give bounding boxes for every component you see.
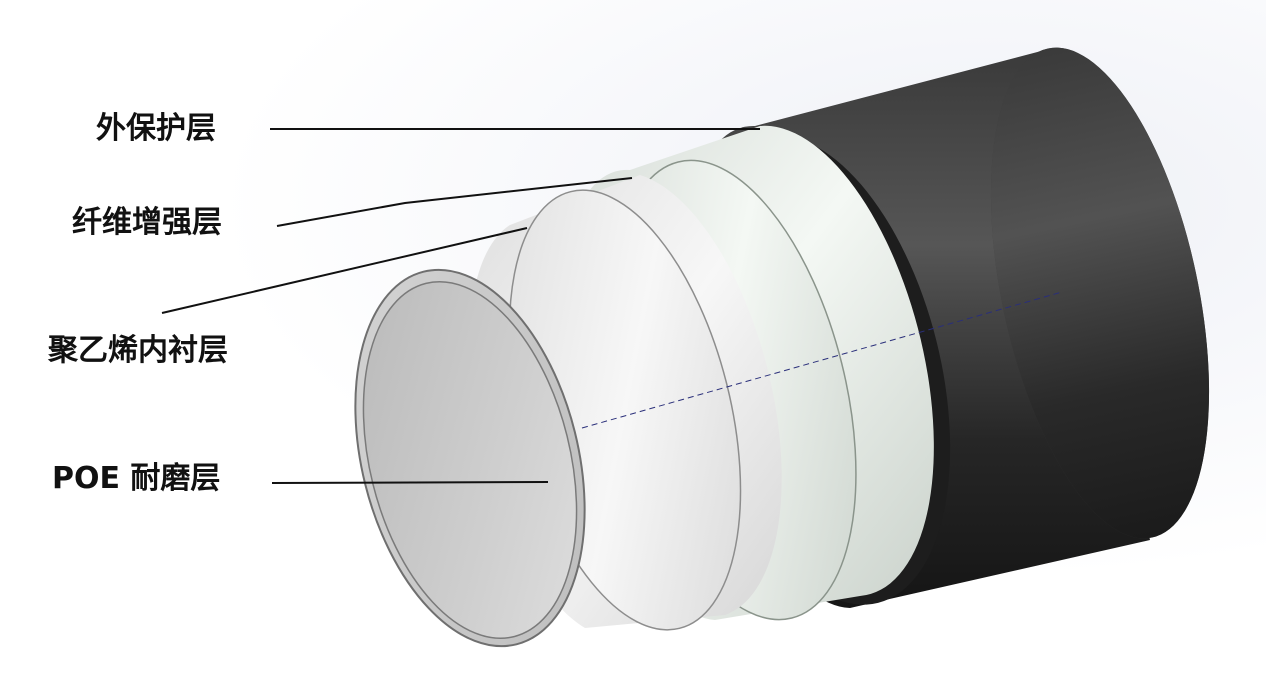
pe-layer-leader-line — [161, 227, 528, 314]
pe-layer-label: 聚乙烯内衬层 — [48, 333, 228, 368]
fiber-layer-leader-line — [276, 177, 633, 227]
outer-layer-label: 外保护层 — [96, 111, 216, 146]
fiber-layer-label: 纤维增强层 — [72, 205, 222, 240]
poe-layer-leader-line — [271, 481, 549, 484]
center-axis-line — [581, 291, 1063, 429]
poe-layer-segment — [354, 268, 586, 648]
poe-layer-label: POE 耐磨层 — [52, 461, 221, 496]
